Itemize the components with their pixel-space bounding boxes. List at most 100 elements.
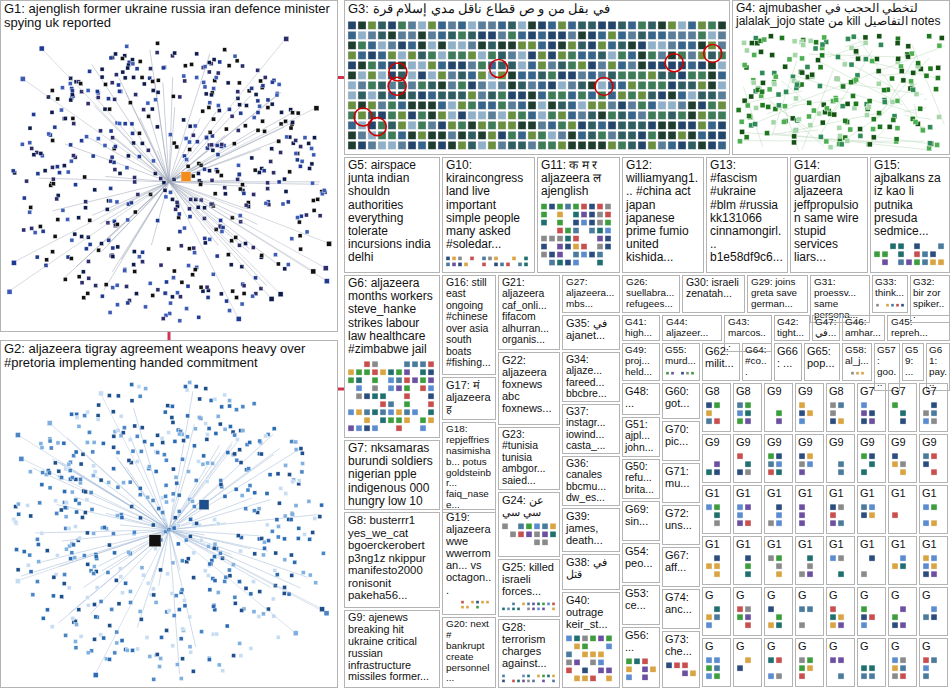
- vertex-mark: [808, 123, 813, 128]
- vertex-mark: [263, 75, 267, 79]
- vertex-mark: [232, 654, 236, 658]
- vertex-mark: [159, 263, 163, 267]
- vertex-mark: [498, 141, 506, 149]
- vertex-mark: [408, 61, 416, 69]
- edge-line: [169, 108, 316, 182]
- vertex-mark: [488, 121, 496, 129]
- vertex-mark: [234, 487, 238, 491]
- vertex-mark: [53, 234, 57, 238]
- vertex-mark: [718, 131, 726, 139]
- vertex-mark: [828, 145, 833, 150]
- vertex-mark: [878, 42, 883, 47]
- vertex-mark: [68, 469, 72, 473]
- vertex-mark: [568, 131, 576, 139]
- vertex-mark: [718, 121, 726, 129]
- vertex-mark: [177, 608, 181, 612]
- vertex-mark: [588, 131, 596, 139]
- vertex-mark: [50, 88, 54, 92]
- vertex-mark: [274, 551, 278, 555]
- vertex-mark: [29, 514, 33, 518]
- vertex-mark: [478, 121, 486, 129]
- vertex-mark: [93, 470, 97, 474]
- vertex-mark: [408, 101, 416, 109]
- vertex-mark: [209, 93, 213, 97]
- vertex-mark: [60, 595, 64, 599]
- vertex-mark: [877, 34, 882, 39]
- vertex-mark: [118, 89, 122, 93]
- vertex-mark: [128, 589, 132, 593]
- vertex-mark: [922, 251, 928, 257]
- vertex-mark: [206, 461, 210, 465]
- vertex-mark: [448, 21, 456, 29]
- vertex-mark: [92, 531, 96, 535]
- vertex-mark: [568, 81, 576, 89]
- vertex-mark: [598, 121, 606, 129]
- vertex-mark: [294, 151, 298, 155]
- vertex-mark: [528, 61, 536, 69]
- vertex-mark: [108, 199, 112, 203]
- vertex-mark: [648, 121, 656, 129]
- vertex-mark: [120, 56, 124, 60]
- vertex-mark: [182, 226, 186, 230]
- vertex-mark: [508, 71, 516, 79]
- vertex-mark: [164, 500, 168, 504]
- vertex-mark: [568, 31, 576, 39]
- vertex-mark: [39, 46, 44, 51]
- vertex-mark: [86, 291, 90, 295]
- vertex-mark: [898, 64, 903, 69]
- edge-line: [92, 182, 169, 216]
- vertex-mark: [934, 87, 939, 92]
- vertex-mark: [358, 41, 366, 49]
- vertex-mark: [284, 119, 288, 123]
- vertex-mark: [115, 222, 119, 226]
- vertex-mark: [898, 259, 904, 265]
- vertex-mark: [171, 420, 175, 424]
- vertex-mark: [849, 80, 854, 85]
- vertex-mark: [628, 71, 636, 79]
- vertex-mark: [698, 31, 706, 39]
- vertex-mark: [73, 232, 77, 236]
- vertex-mark: [45, 258, 49, 262]
- vertex-mark: [448, 141, 456, 149]
- vertex-mark: [312, 208, 316, 212]
- edge-line: [129, 142, 169, 182]
- vertex-mark: [938, 259, 944, 265]
- vertex-mark: [618, 71, 626, 79]
- vertex-mark: [877, 111, 882, 116]
- vertex-mark: [282, 177, 286, 181]
- vertex-mark: [277, 180, 281, 184]
- vertex-mark: [528, 31, 536, 39]
- vertex-mark: [252, 402, 256, 406]
- vertex-mark: [32, 112, 36, 116]
- vertex-mark: [230, 239, 234, 243]
- vertex-mark: [183, 79, 187, 83]
- vertex-mark: [322, 188, 326, 192]
- vertex-mark: [283, 558, 287, 562]
- vertex-mark: [289, 553, 293, 557]
- vertex-mark: [428, 61, 436, 69]
- vertex-mark: [518, 31, 526, 39]
- vertex-mark: [388, 131, 396, 139]
- vertex-mark: [154, 98, 158, 102]
- vertex-mark: [772, 82, 777, 87]
- vertex-mark: [762, 37, 767, 42]
- edge-line: [120, 461, 169, 529]
- vertex-mark: [111, 136, 115, 140]
- vertex-mark: [882, 100, 887, 105]
- vertex-mark: [305, 230, 309, 234]
- vertex-mark: [166, 572, 170, 576]
- vertex-mark: [195, 140, 199, 144]
- vertex-mark: [266, 181, 270, 185]
- vertex-mark: [277, 139, 281, 143]
- vertex-mark: [658, 71, 666, 79]
- vertex-mark: [290, 237, 294, 241]
- vertex-mark: [541, 252, 547, 258]
- vertex-mark: [290, 573, 294, 577]
- vertex-mark: [280, 110, 284, 114]
- vertex-mark: [289, 126, 293, 130]
- vertex-mark: [589, 252, 595, 258]
- vertex-mark: [598, 131, 606, 139]
- vertex-mark: [170, 197, 174, 201]
- vertex-mark: [114, 73, 118, 77]
- vertex-mark: [618, 31, 626, 39]
